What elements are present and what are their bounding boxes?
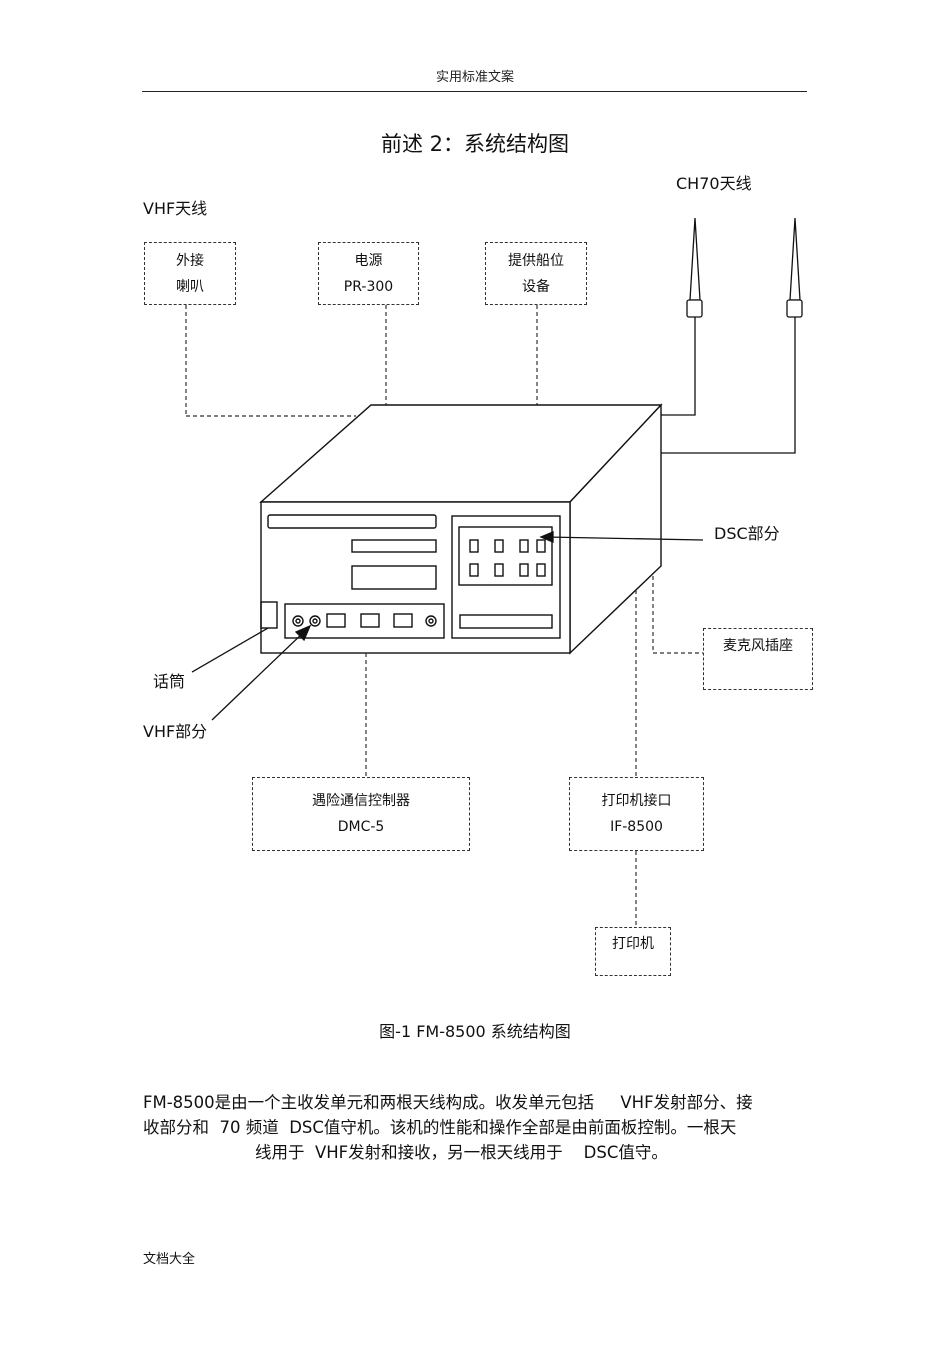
power-supply-line1: 电源 <box>354 252 383 269</box>
paragraph-line-2: 收部分和 70 频道 DSC值守机。该机的性能和操作全部是由前面板控制。一根天 <box>143 1118 737 1137</box>
vhf-antenna-label: VHF天线 <box>143 199 208 218</box>
handset-pointer <box>191 627 269 673</box>
vhf-pointer <box>211 624 312 721</box>
header-rule <box>142 91 807 92</box>
dsc-pointer <box>539 531 704 543</box>
distress-controller-line1: 遇险通信控制器 <box>312 793 410 809</box>
handset-label: 话筒 <box>153 672 186 691</box>
power-supply-line2: PR-300 <box>343 278 394 295</box>
vhf-section-label: VHF部分 <box>143 722 208 741</box>
printer-interface-line2: IF-8500 <box>610 819 663 835</box>
dashed-connectors-bottom <box>365 576 703 927</box>
distress-controller-box: 遇险通信控制器 DMC-5 <box>252 777 470 851</box>
dashed-connectors-top <box>185 305 538 417</box>
distress-controller-line2: DMC-5 <box>337 819 385 835</box>
printer-line1: 打印机 <box>612 936 654 952</box>
external-speaker-line2: 喇叭 <box>176 278 204 295</box>
antenna-right <box>661 217 803 454</box>
antenna-left <box>661 217 703 416</box>
position-device-line2: 设备 <box>522 278 550 295</box>
page-title: 前述 2：系统结构图 <box>380 132 570 156</box>
position-device-line1: 提供船位 <box>508 252 564 269</box>
mic-socket-line1: 麦克风插座 <box>723 638 793 654</box>
paragraph-line-3: 线用于 VHF发射和接收，另一根天线用于 DSC值守。 <box>255 1143 668 1162</box>
printer-box: 打印机 <box>595 927 671 976</box>
printer-interface-box: 打印机接口 IF-8500 <box>569 777 704 851</box>
page-header: 实用标准文案 <box>435 70 514 85</box>
power-supply-box: 电源 PR-300 <box>318 242 419 305</box>
external-speaker-line1: 外接 <box>176 252 204 269</box>
external-speaker-box: 外接 喇叭 <box>144 242 236 305</box>
transceiver-unit <box>259 403 663 655</box>
position-device-box: 提供船位 设备 <box>485 242 587 305</box>
printer-interface-line1: 打印机接口 <box>601 793 672 809</box>
ch70-antenna-label: CH70天线 <box>676 174 752 193</box>
paragraph-line-1: FM-8500是由一个主收发单元和两根天线构成。收发单元包括 VHF发射部分、接 <box>143 1093 753 1112</box>
page-footer: 文档大全 <box>143 1252 196 1267</box>
body-paragraph: FM-8500是由一个主收发单元和两根天线构成。收发单元包括 VHF发射部分、接… <box>143 1090 823 1165</box>
dsc-section-label: DSC部分 <box>714 524 780 543</box>
mic-socket-box: 麦克风插座 <box>703 628 813 690</box>
figure-caption: 图-1 FM-8500 系统结构图 <box>379 1022 571 1041</box>
